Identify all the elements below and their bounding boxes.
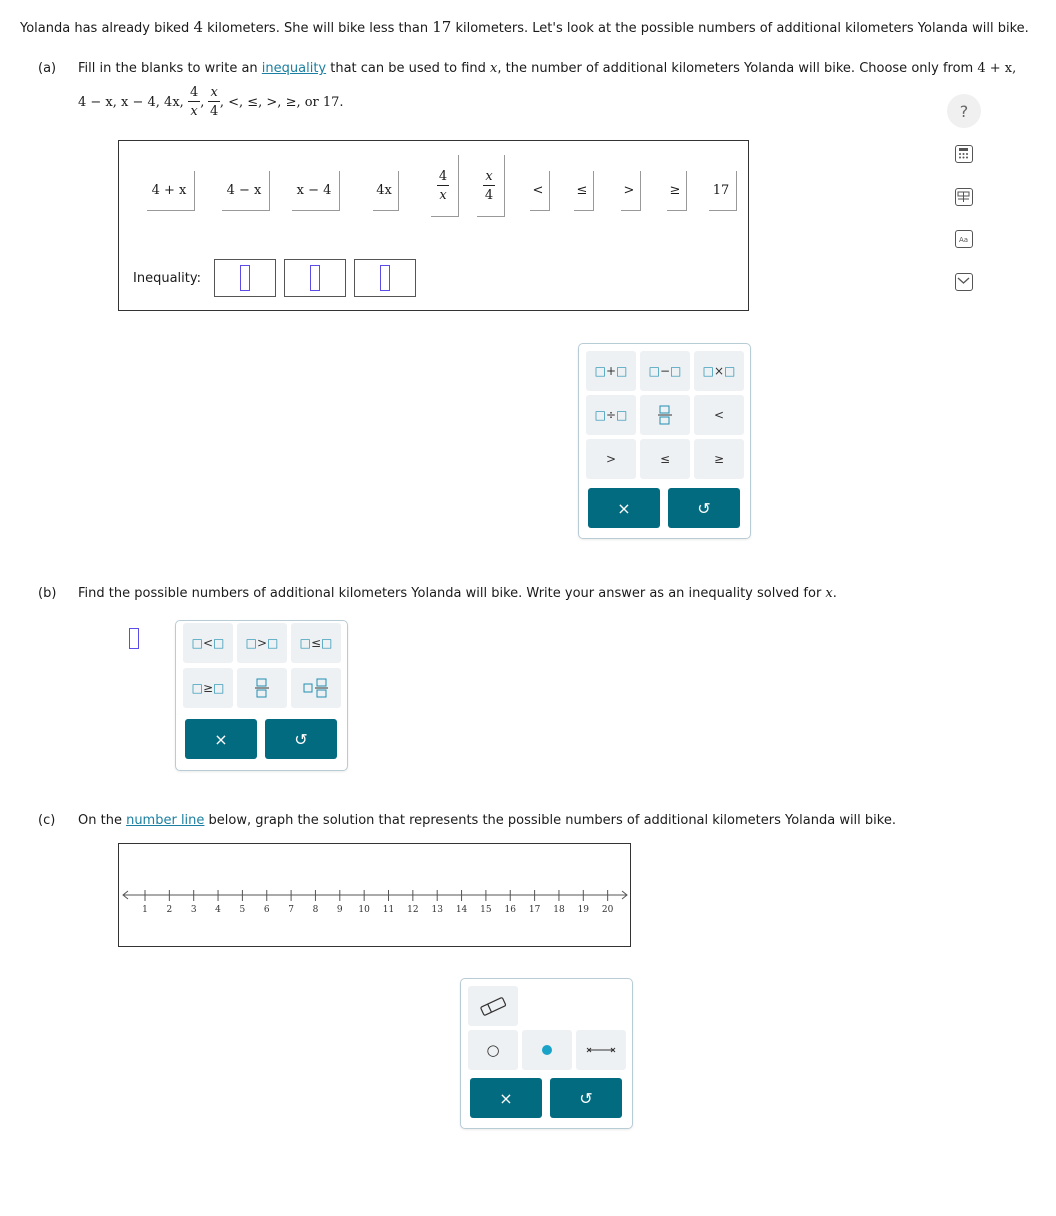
mixed-number-icon (303, 678, 328, 698)
eraser-tool[interactable] (468, 986, 518, 1026)
undo-button[interactable]: ↺ (550, 1078, 622, 1118)
inequality-link[interactable]: inequality (261, 61, 327, 76)
answer-b-input[interactable] (129, 628, 139, 649)
message-icon[interactable] (955, 273, 973, 291)
right-arrow-icon (621, 890, 628, 900)
number-line-tick-label: 11 (383, 905, 394, 915)
key-less-than-template[interactable]: □<□ (183, 623, 233, 663)
number-line-tick-label: 1 (142, 905, 148, 915)
key-subtract[interactable]: □−□ (640, 351, 690, 391)
number-line-tick-label: 13 (431, 905, 443, 915)
closed-dot-icon (542, 1045, 552, 1055)
clear-button[interactable]: × (470, 1078, 542, 1118)
calculator-icon[interactable] (955, 145, 973, 163)
number-line-tick-label: 9 (337, 905, 343, 915)
number-line-tick-label: 14 (456, 905, 468, 915)
key-less-than[interactable]: < (694, 395, 744, 435)
number-line-tick-label: 20 (602, 905, 614, 915)
tile-greater-than[interactable]: > (621, 171, 641, 211)
tile-4-minus-x[interactable]: 4 − x (222, 171, 270, 211)
tile-less-than[interactable]: < (530, 171, 550, 211)
inequality-blank-1[interactable] (214, 259, 276, 297)
key-greater-than[interactable]: > (586, 439, 636, 479)
fraction-icon (255, 678, 269, 698)
number-line-tick-label: 7 (288, 905, 294, 915)
clear-button[interactable]: × (185, 719, 257, 759)
key-less-equal[interactable]: ≤ (640, 439, 690, 479)
key-greater-than-template[interactable]: □>□ (237, 623, 287, 663)
key-divide[interactable]: □÷□ (586, 395, 636, 435)
text-format-icon[interactable]: Aa (955, 230, 973, 248)
tile-x-minus-4[interactable]: x − 4 (292, 171, 340, 211)
number-line-link[interactable]: number line (126, 813, 205, 828)
part-b-label: (b) (38, 586, 57, 601)
closed-dot-tool[interactable] (522, 1030, 572, 1070)
data-table-icon[interactable] (955, 188, 973, 206)
tile-4-plus-x[interactable]: 4 + x (147, 171, 195, 211)
intro-text: Yolanda has already biked 4 kilometers. … (20, 18, 1029, 36)
segment-icon (586, 1047, 616, 1053)
number-line-tick-label: 19 (578, 905, 590, 915)
undo-button[interactable]: ↺ (265, 719, 337, 759)
number-line-tick-label: 18 (553, 905, 565, 915)
tile-17[interactable]: 17 (709, 171, 737, 211)
eraser-icon (480, 997, 507, 1016)
inequality-blank-2[interactable] (284, 259, 346, 297)
part-a-label: (a) (38, 61, 57, 76)
tile-less-equal[interactable]: ≤ (574, 171, 594, 211)
part-c-label: (c) (38, 813, 56, 828)
number-line-tick-label: 6 (264, 905, 270, 915)
number-line-tick-label: 16 (505, 905, 517, 915)
tile-4x[interactable]: 4x (373, 171, 399, 211)
number-line-tick-label: 8 (313, 905, 319, 915)
number-line-tick-label: 4 (215, 905, 221, 915)
number-line-tick-label: 3 (191, 905, 197, 915)
inequality-blank-3[interactable] (354, 259, 416, 297)
input-cursor (240, 265, 250, 291)
key-add[interactable]: □+□ (586, 351, 636, 391)
key-fraction[interactable] (640, 395, 690, 435)
key-greater-equal-template[interactable]: □≥□ (183, 668, 233, 708)
clear-button[interactable]: × (588, 488, 660, 528)
key-greater-equal[interactable]: ≥ (694, 439, 744, 479)
key-fraction[interactable] (237, 668, 287, 708)
svg-text:Aa: Aa (959, 236, 968, 244)
number-line-tick-label: 12 (407, 905, 418, 915)
number-line-tick-label: 2 (166, 905, 172, 915)
undo-button[interactable]: ↺ (668, 488, 740, 528)
part-a-question: Fill in the blanks to write an inequalit… (78, 61, 1017, 76)
part-b-question: Find the possible numbers of additional … (78, 586, 837, 601)
help-button[interactable]: ? (947, 94, 981, 128)
input-cursor (310, 265, 320, 291)
input-cursor (380, 265, 390, 291)
tile-greater-equal[interactable]: ≥ (667, 171, 687, 211)
key-less-equal-template[interactable]: □≤□ (291, 623, 341, 663)
key-mixed-number[interactable] (291, 668, 341, 708)
number-line-tick-label: 10 (358, 905, 370, 915)
number-line-tick-label: 17 (529, 905, 541, 915)
number-line-tick-label: 5 (240, 905, 246, 915)
part-c-question: On the number line below, graph the solu… (78, 813, 896, 828)
keypad-b: □<□ □>□ □≤□ □≥□ × ↺ (175, 620, 348, 771)
number-line-tick-label: 15 (480, 905, 492, 915)
left-arrow-icon (122, 890, 129, 900)
inequality-label: Inequality: (133, 271, 201, 286)
graph-tool-pad: ○ × ↺ (460, 978, 633, 1129)
fraction-icon (658, 405, 672, 425)
open-dot-tool[interactable]: ○ (468, 1030, 518, 1070)
key-multiply[interactable]: □×□ (694, 351, 744, 391)
segment-tool[interactable] (576, 1030, 626, 1070)
keypad-a: □+□ □−□ □×□ □÷□ < > ≤ ≥ × ↺ (578, 343, 751, 539)
